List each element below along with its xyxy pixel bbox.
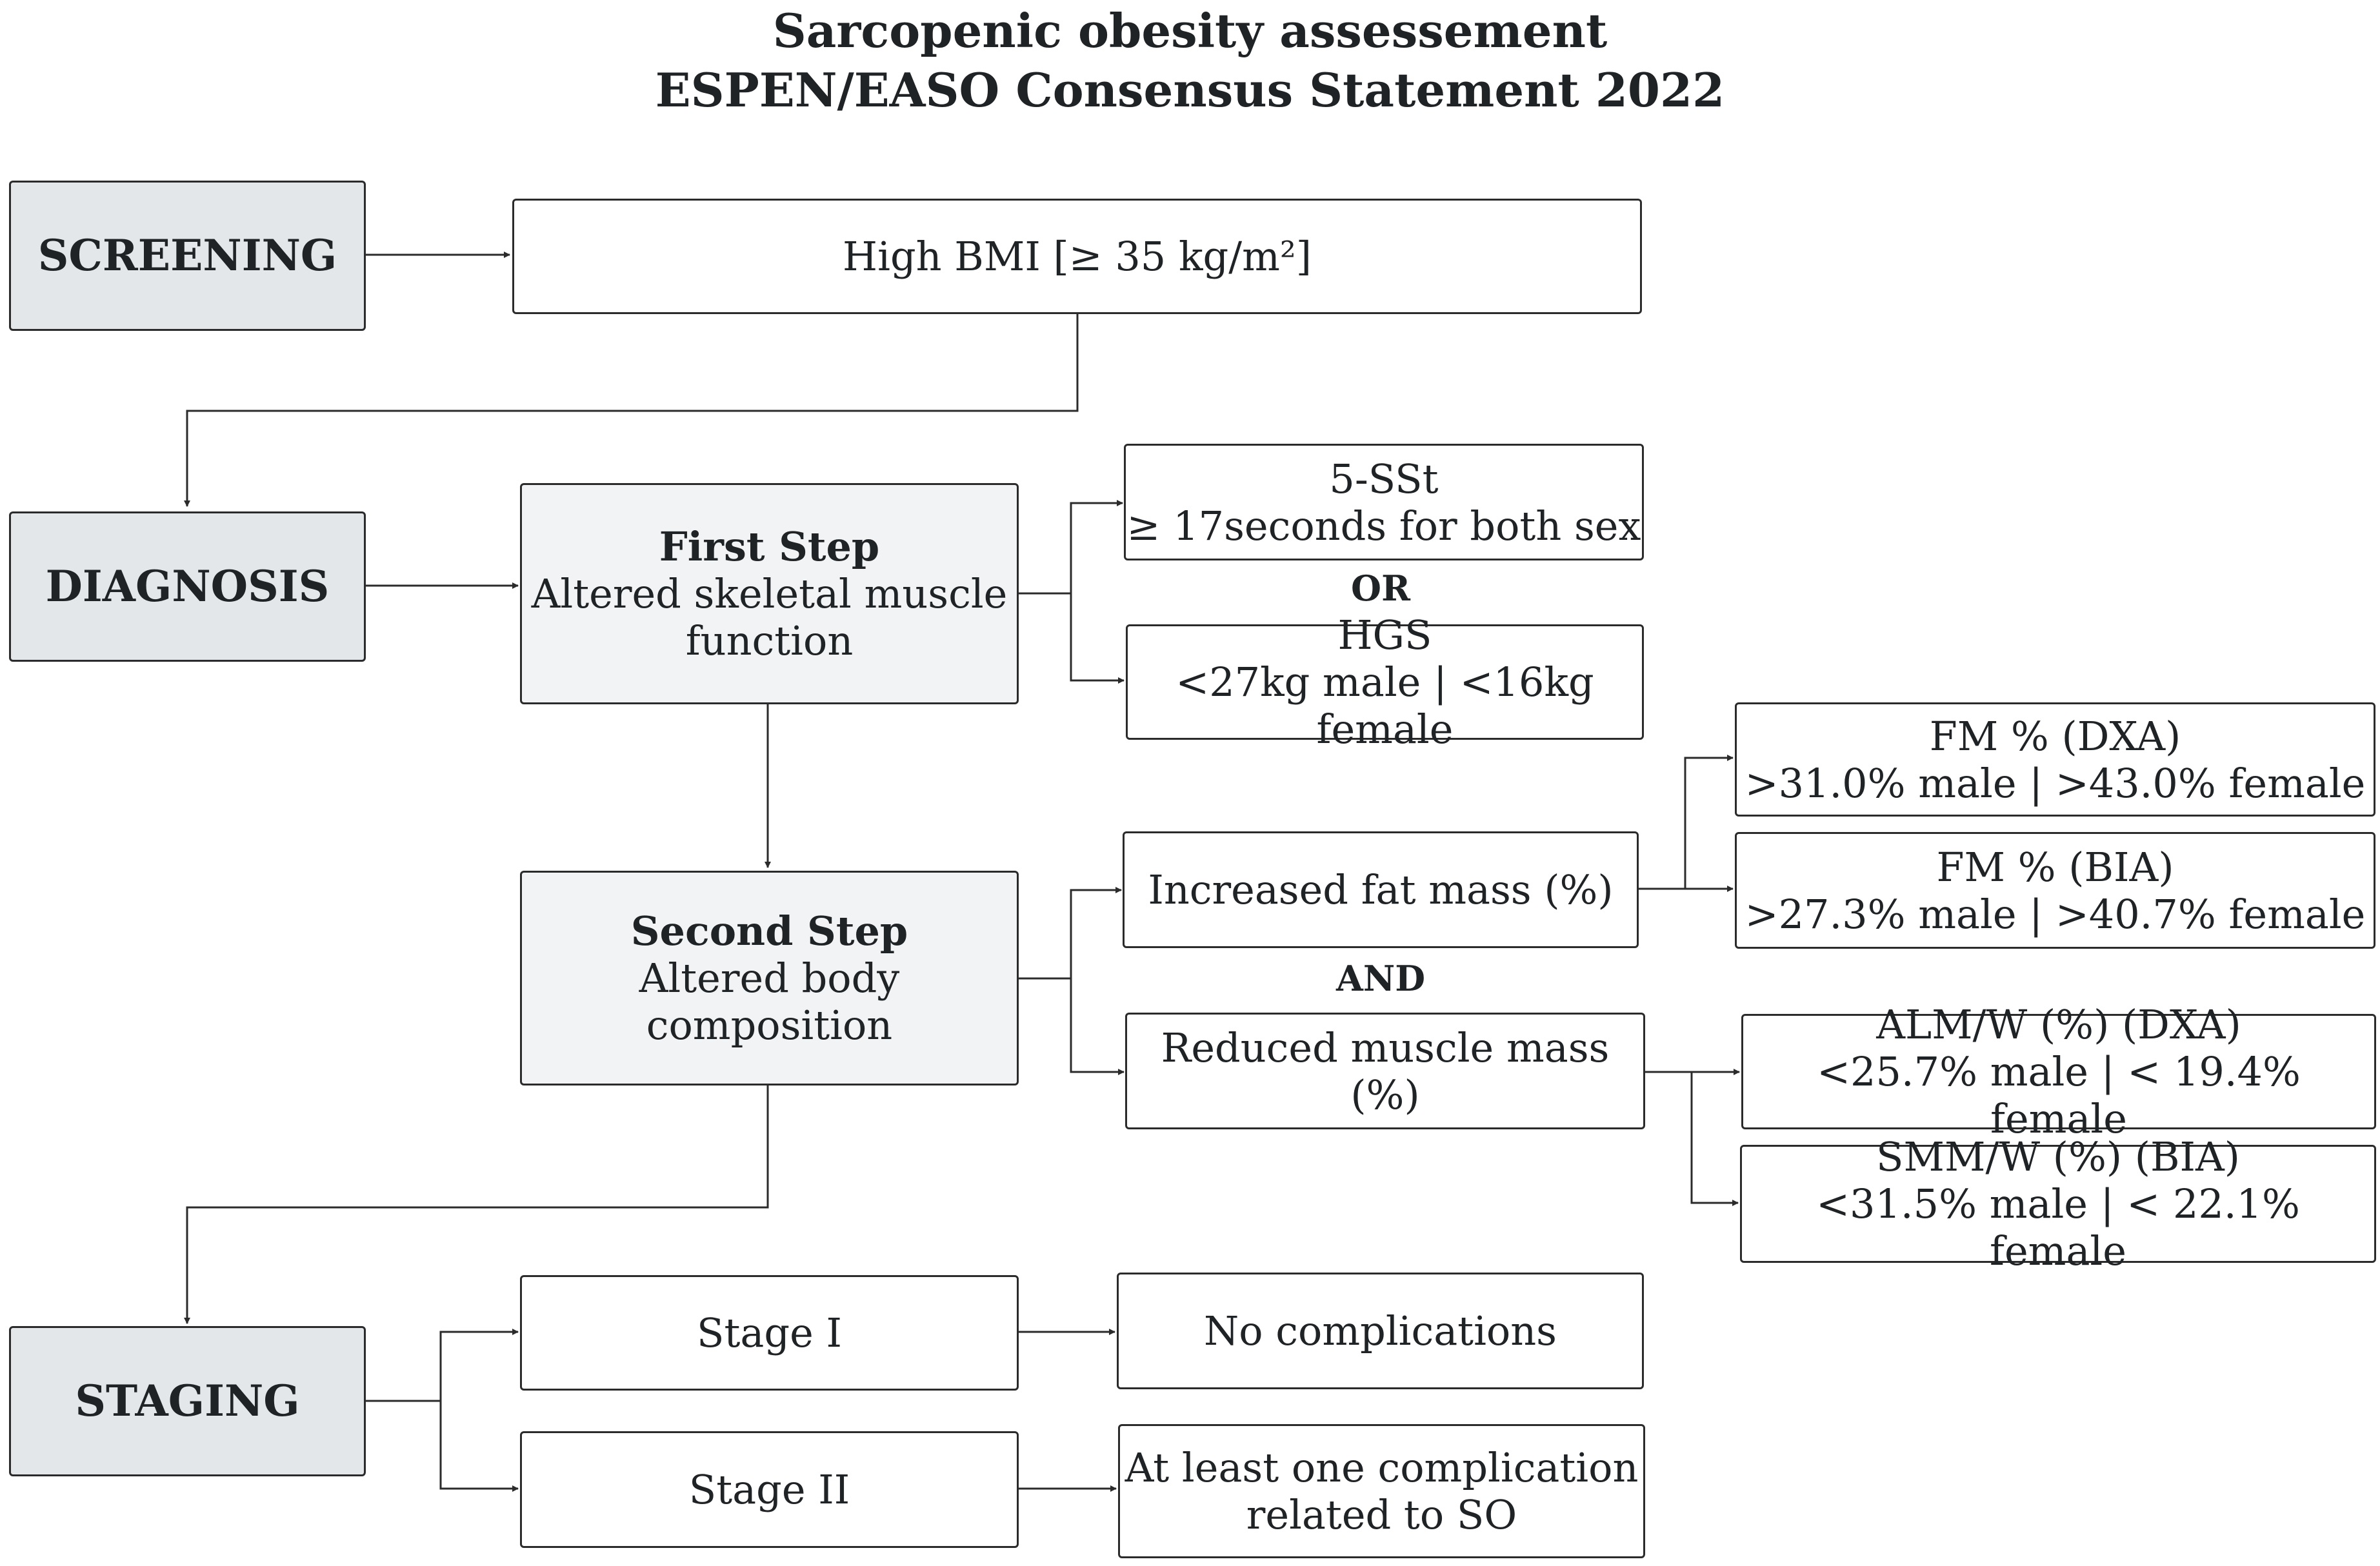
fm-bia-threshold: >27.3% male | >40.7% female (1745, 890, 2366, 938)
staging-phase-box: STAGING (9, 1326, 366, 1476)
test-hgs-threshold: <27kg male | <16kg female (1175, 659, 1594, 753)
second-step-title: Second Step (630, 907, 908, 955)
stage-2-box: Stage II (520, 1431, 1019, 1548)
fm-bia-box: FM % (BIA) >27.3% male | >40.7% female (1735, 832, 2375, 949)
arrow-staging-to-stage-1 (365, 1329, 519, 1402)
diagnosis-label: DIAGNOSIS (45, 561, 330, 611)
alm-dxa-name: ALM/W (%) (DXA) (1876, 1001, 2241, 1048)
test-hgs-name: HGS (1337, 611, 1432, 659)
stage-2-outcome-line-2: related to SO (1246, 1491, 1517, 1538)
first-step-title: First Step (659, 523, 880, 570)
first-step-box: First Step Altered skeletal muscle funct… (520, 483, 1019, 704)
muscle-mass-label: Reduced muscle mass (%) (1161, 1024, 1610, 1118)
stage-2-name: Stage II (688, 1466, 850, 1513)
fat-mass-box: Increased fat mass (%) (1123, 831, 1639, 948)
title-line-1: Sarcopenic obesity assessement (772, 3, 1608, 58)
fm-dxa-name: FM % (DXA) (1929, 712, 2181, 760)
test-5sst-box: 5-SSt ≥ 17seconds for both sex (1124, 444, 1644, 560)
muscle-mass-box: Reduced muscle mass (%) (1125, 1013, 1645, 1129)
second-step-box: Second Step Altered body composition (520, 871, 1019, 1085)
alm-dxa-box: ALM/W (%) (DXA) <25.7% male | < 19.4% fe… (1741, 1001, 2376, 1142)
staging-label: STAGING (75, 1376, 300, 1426)
smm-bia-threshold: <31.5% male | < 22.1% female (1816, 1180, 2300, 1274)
fm-dxa-box: FM % (DXA) >31.0% male | >43.0% female (1735, 702, 2375, 817)
fm-dxa-threshold: >31.0% male | >43.0% female (1745, 759, 2366, 807)
screening-phase-box: SCREENING (9, 181, 366, 331)
stage-1-outcome-box: No complications (1117, 1273, 1644, 1389)
test-hgs-box: HGS <27kg male | <16kg female (1126, 611, 1644, 753)
smm-bia-box: SMM/W (%) (BIA) <31.5% male | < 22.1% fe… (1740, 1133, 2376, 1274)
arrow-second-step-to-muscle (1070, 978, 1125, 1075)
screening-label: SCREENING (37, 230, 337, 281)
arrow-second-step-to-staging (184, 1085, 769, 1324)
second-step-line-1: Altered body (639, 955, 900, 1002)
stage-2-outcome-box: At least one complication related to SO (1118, 1424, 1645, 1558)
arrow-staging-to-stage-2 (439, 1401, 519, 1492)
title-line-2: ESPEN/EASO Consensus Statement 2022 (655, 63, 1725, 117)
test-5sst-name: 5-SSt (1329, 455, 1439, 502)
arrow-first-step-to-5sst (1018, 500, 1123, 595)
first-step-line-2: function (685, 617, 854, 664)
smm-bia-name: SMM/W (%) (BIA) (1876, 1133, 2240, 1180)
first-step-line-1: Altered skeletal muscle (531, 570, 1008, 617)
stage-1-box: Stage I (520, 1275, 1019, 1391)
arrow-second-step-to-fat (1018, 887, 1122, 980)
second-step-line-2: composition (646, 1002, 893, 1049)
diagnosis-phase-box: DIAGNOSIS (9, 511, 366, 662)
stage-1-name: Stage I (697, 1309, 842, 1356)
fm-bia-name: FM % (BIA) (1936, 843, 2174, 891)
and-connector: AND (1335, 958, 1426, 999)
or-connector: OR (1351, 568, 1410, 609)
bmi-criterion-text: High BMI [≥ 35 kg/m²] (843, 233, 1312, 280)
bmi-criterion-box: High BMI [≥ 35 kg/m²] (512, 199, 1642, 314)
alm-dxa-threshold: <25.7% male | < 19.4% female (1817, 1048, 2301, 1142)
stage-2-outcome-line-1: At least one complication (1125, 1444, 1639, 1491)
arrow-muscle-to-smm (1690, 1072, 1739, 1206)
stage-1-outcome-text: No complications (1204, 1307, 1557, 1354)
fat-mass-label: Increased fat mass (%) (1148, 866, 1614, 913)
arrow-fat-to-fm-dxa (1639, 755, 1734, 890)
test-5sst-threshold: ≥ 17seconds for both sex (1126, 502, 1641, 550)
arrow-first-step-to-hgs (1070, 593, 1125, 684)
arrow-bmi-to-diagnosis (184, 314, 1079, 507)
